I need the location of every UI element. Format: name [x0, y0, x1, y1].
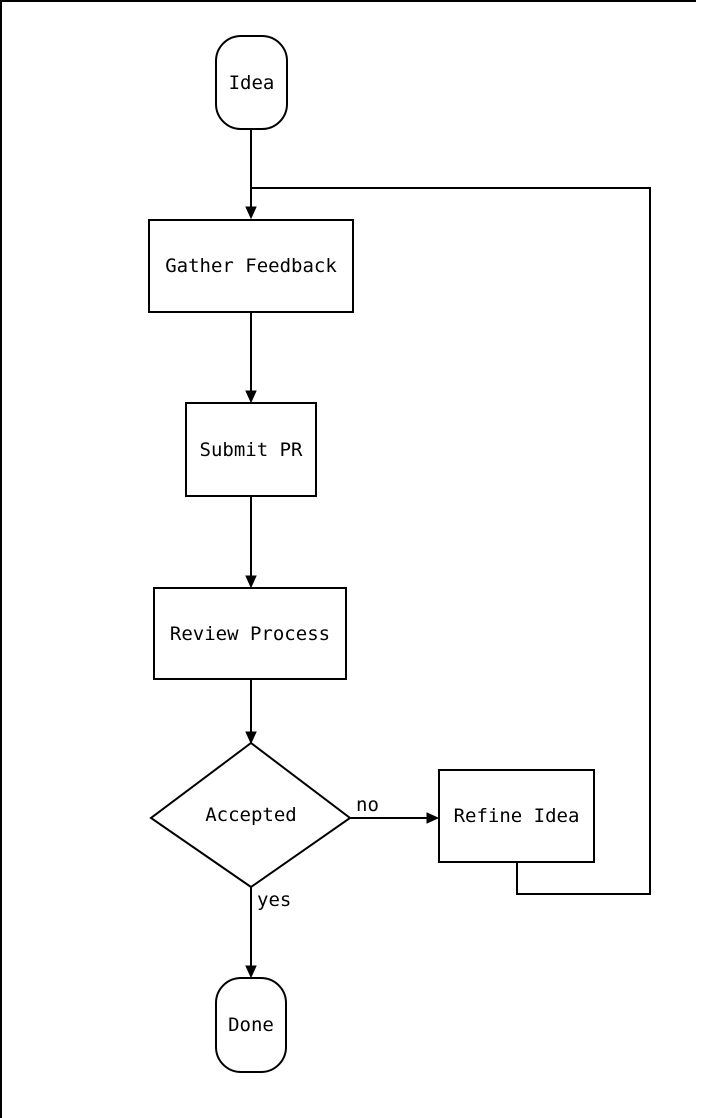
- node-review-process-label: Review Process: [169, 622, 331, 645]
- arrowhead-into-review-process: [245, 575, 257, 589]
- node-refine-idea-label: Refine Idea: [453, 805, 580, 827]
- node-done-label: Done: [228, 1014, 274, 1036]
- arrowhead-into-submit-pr: [245, 390, 257, 404]
- node-submit-pr-label: Submit PR: [199, 438, 303, 461]
- node-gather-feedback: Gather Feedback: [148, 219, 354, 313]
- frame-border-left: [0, 0, 2, 1118]
- node-submit-pr: Submit PR: [185, 402, 317, 497]
- node-accepted-label: Accepted: [151, 743, 351, 887]
- edge-refine-idea-loop-back: [251, 187, 651, 895]
- edge-label-yes: yes: [257, 889, 292, 911]
- arrowhead-into-done: [245, 965, 257, 979]
- accepted-label-text: Accepted: [205, 804, 297, 826]
- node-review-process: Review Process: [153, 587, 347, 680]
- arrowhead-into-gather-feedback: [245, 206, 257, 220]
- node-gather-feedback-label: Gather Feedback: [165, 255, 337, 277]
- node-idea-label: Idea: [228, 71, 275, 94]
- arrowhead-into-accepted: [245, 731, 257, 745]
- edge-label-no: no: [356, 794, 379, 816]
- frame-border-top: [0, 0, 696, 2]
- arrowhead-into-refine-idea: [426, 812, 440, 824]
- node-done: Done: [215, 977, 287, 1073]
- node-refine-idea: Refine Idea: [438, 769, 595, 863]
- node-idea: Idea: [215, 35, 288, 130]
